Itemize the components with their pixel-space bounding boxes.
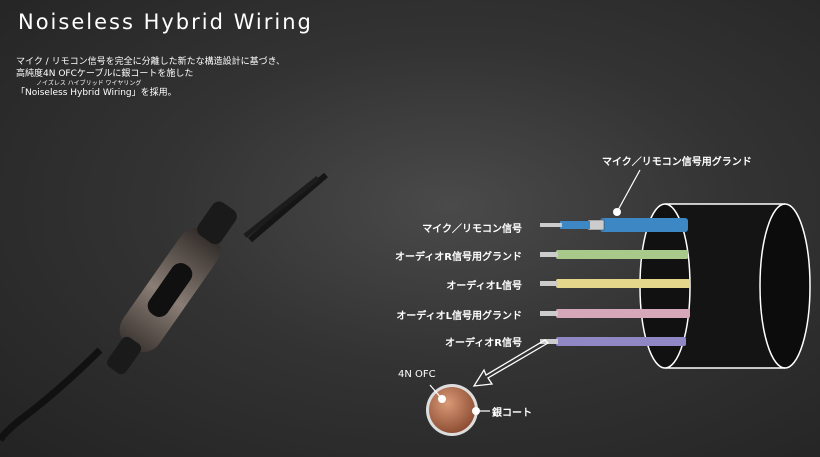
wire-audio-r-ground: [540, 250, 688, 259]
label-audio-r: オーディオR信号: [444, 338, 522, 349]
label-core: 4N OFC: [398, 369, 436, 380]
label-mic-signal: マイク／リモコン信号: [422, 224, 522, 235]
intro-line-1: マイク / リモコン信号を完全に分離した新たな構造設計に基づき、: [16, 57, 285, 67]
wire-audio-l: [540, 279, 690, 288]
intro-text: マイク / リモコン信号を完全に分離した新たな構造設計に基づき、 高純度4N O…: [16, 56, 285, 99]
remote-button: [147, 263, 193, 317]
label-ground-top: マイク／リモコン信号用グランド: [602, 157, 752, 168]
ground-leader: [613, 169, 641, 216]
wire-mic: [540, 218, 688, 232]
intro-ruby: ノイズレス ハイブリッド ワイヤリング: [36, 80, 142, 87]
label-coat: 銀コート: [492, 408, 532, 419]
remote-controller: [0, 172, 328, 442]
label-audio-l: オーディオL信号: [446, 281, 522, 292]
page-title: Noiseless Hybrid Wiring: [18, 10, 313, 34]
enlarge-arrow: [472, 339, 550, 387]
copper-core: [426, 384, 490, 436]
label-audio-r-ground: オーディオR信号用グランド: [394, 252, 522, 263]
wire-audio-r: [540, 337, 686, 346]
label-audio-l-ground: オーディオL信号用グランド: [396, 311, 522, 322]
intro-line-3: 「Noiseless Hybrid Wiring」を採用。: [16, 88, 177, 98]
intro-line-2: 高純度4N OFCケーブルに銀コートを施した: [16, 69, 194, 79]
wire-audio-l-ground: [540, 309, 690, 318]
